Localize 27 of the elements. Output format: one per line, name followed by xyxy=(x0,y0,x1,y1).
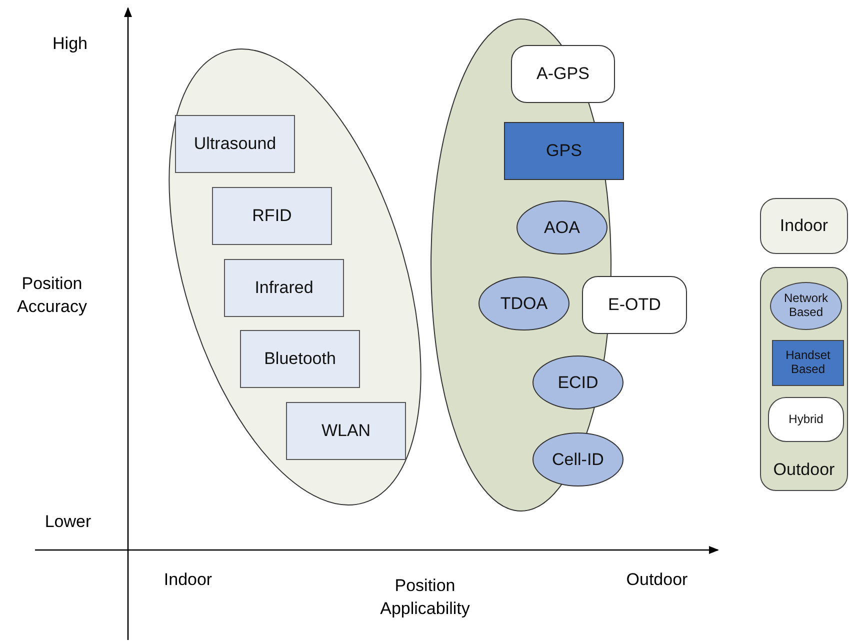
technology-box: A-GPS xyxy=(511,45,615,103)
legend-label: Network Based xyxy=(782,292,829,320)
technology-ellipse xyxy=(478,276,570,331)
technology-box: RFID xyxy=(212,187,332,245)
axis-label: Lower xyxy=(44,511,92,533)
legend-label: Indoor xyxy=(780,216,828,236)
technology-ellipse xyxy=(532,355,624,410)
technology-box: GPS xyxy=(504,122,624,180)
legend-label: Handset Based xyxy=(784,349,832,377)
technology-label: TDOA xyxy=(500,294,548,314)
axis-label: High xyxy=(52,33,88,55)
technology-ellipse xyxy=(532,432,624,487)
legend-label: Hybrid xyxy=(788,412,824,426)
axis-label: Position Applicability xyxy=(379,575,471,620)
technology-ellipse xyxy=(516,200,608,255)
technology-label: ECID xyxy=(558,372,598,392)
technology-box: Ultrasound xyxy=(175,115,295,173)
technology-box: Infrared xyxy=(224,259,344,317)
technology-box: Bluetooth xyxy=(240,330,360,388)
legend-label: Outdoor xyxy=(773,460,835,480)
axis-label: Indoor xyxy=(162,569,214,591)
technology-box: WLAN xyxy=(286,402,406,460)
axis-label: Outdoor xyxy=(625,569,689,591)
technology-label: AOA xyxy=(544,218,580,238)
technology-label: Cell-ID xyxy=(552,450,604,470)
axis-label: Position Accuracy xyxy=(16,273,88,318)
technology-box: E-OTD xyxy=(582,276,687,334)
